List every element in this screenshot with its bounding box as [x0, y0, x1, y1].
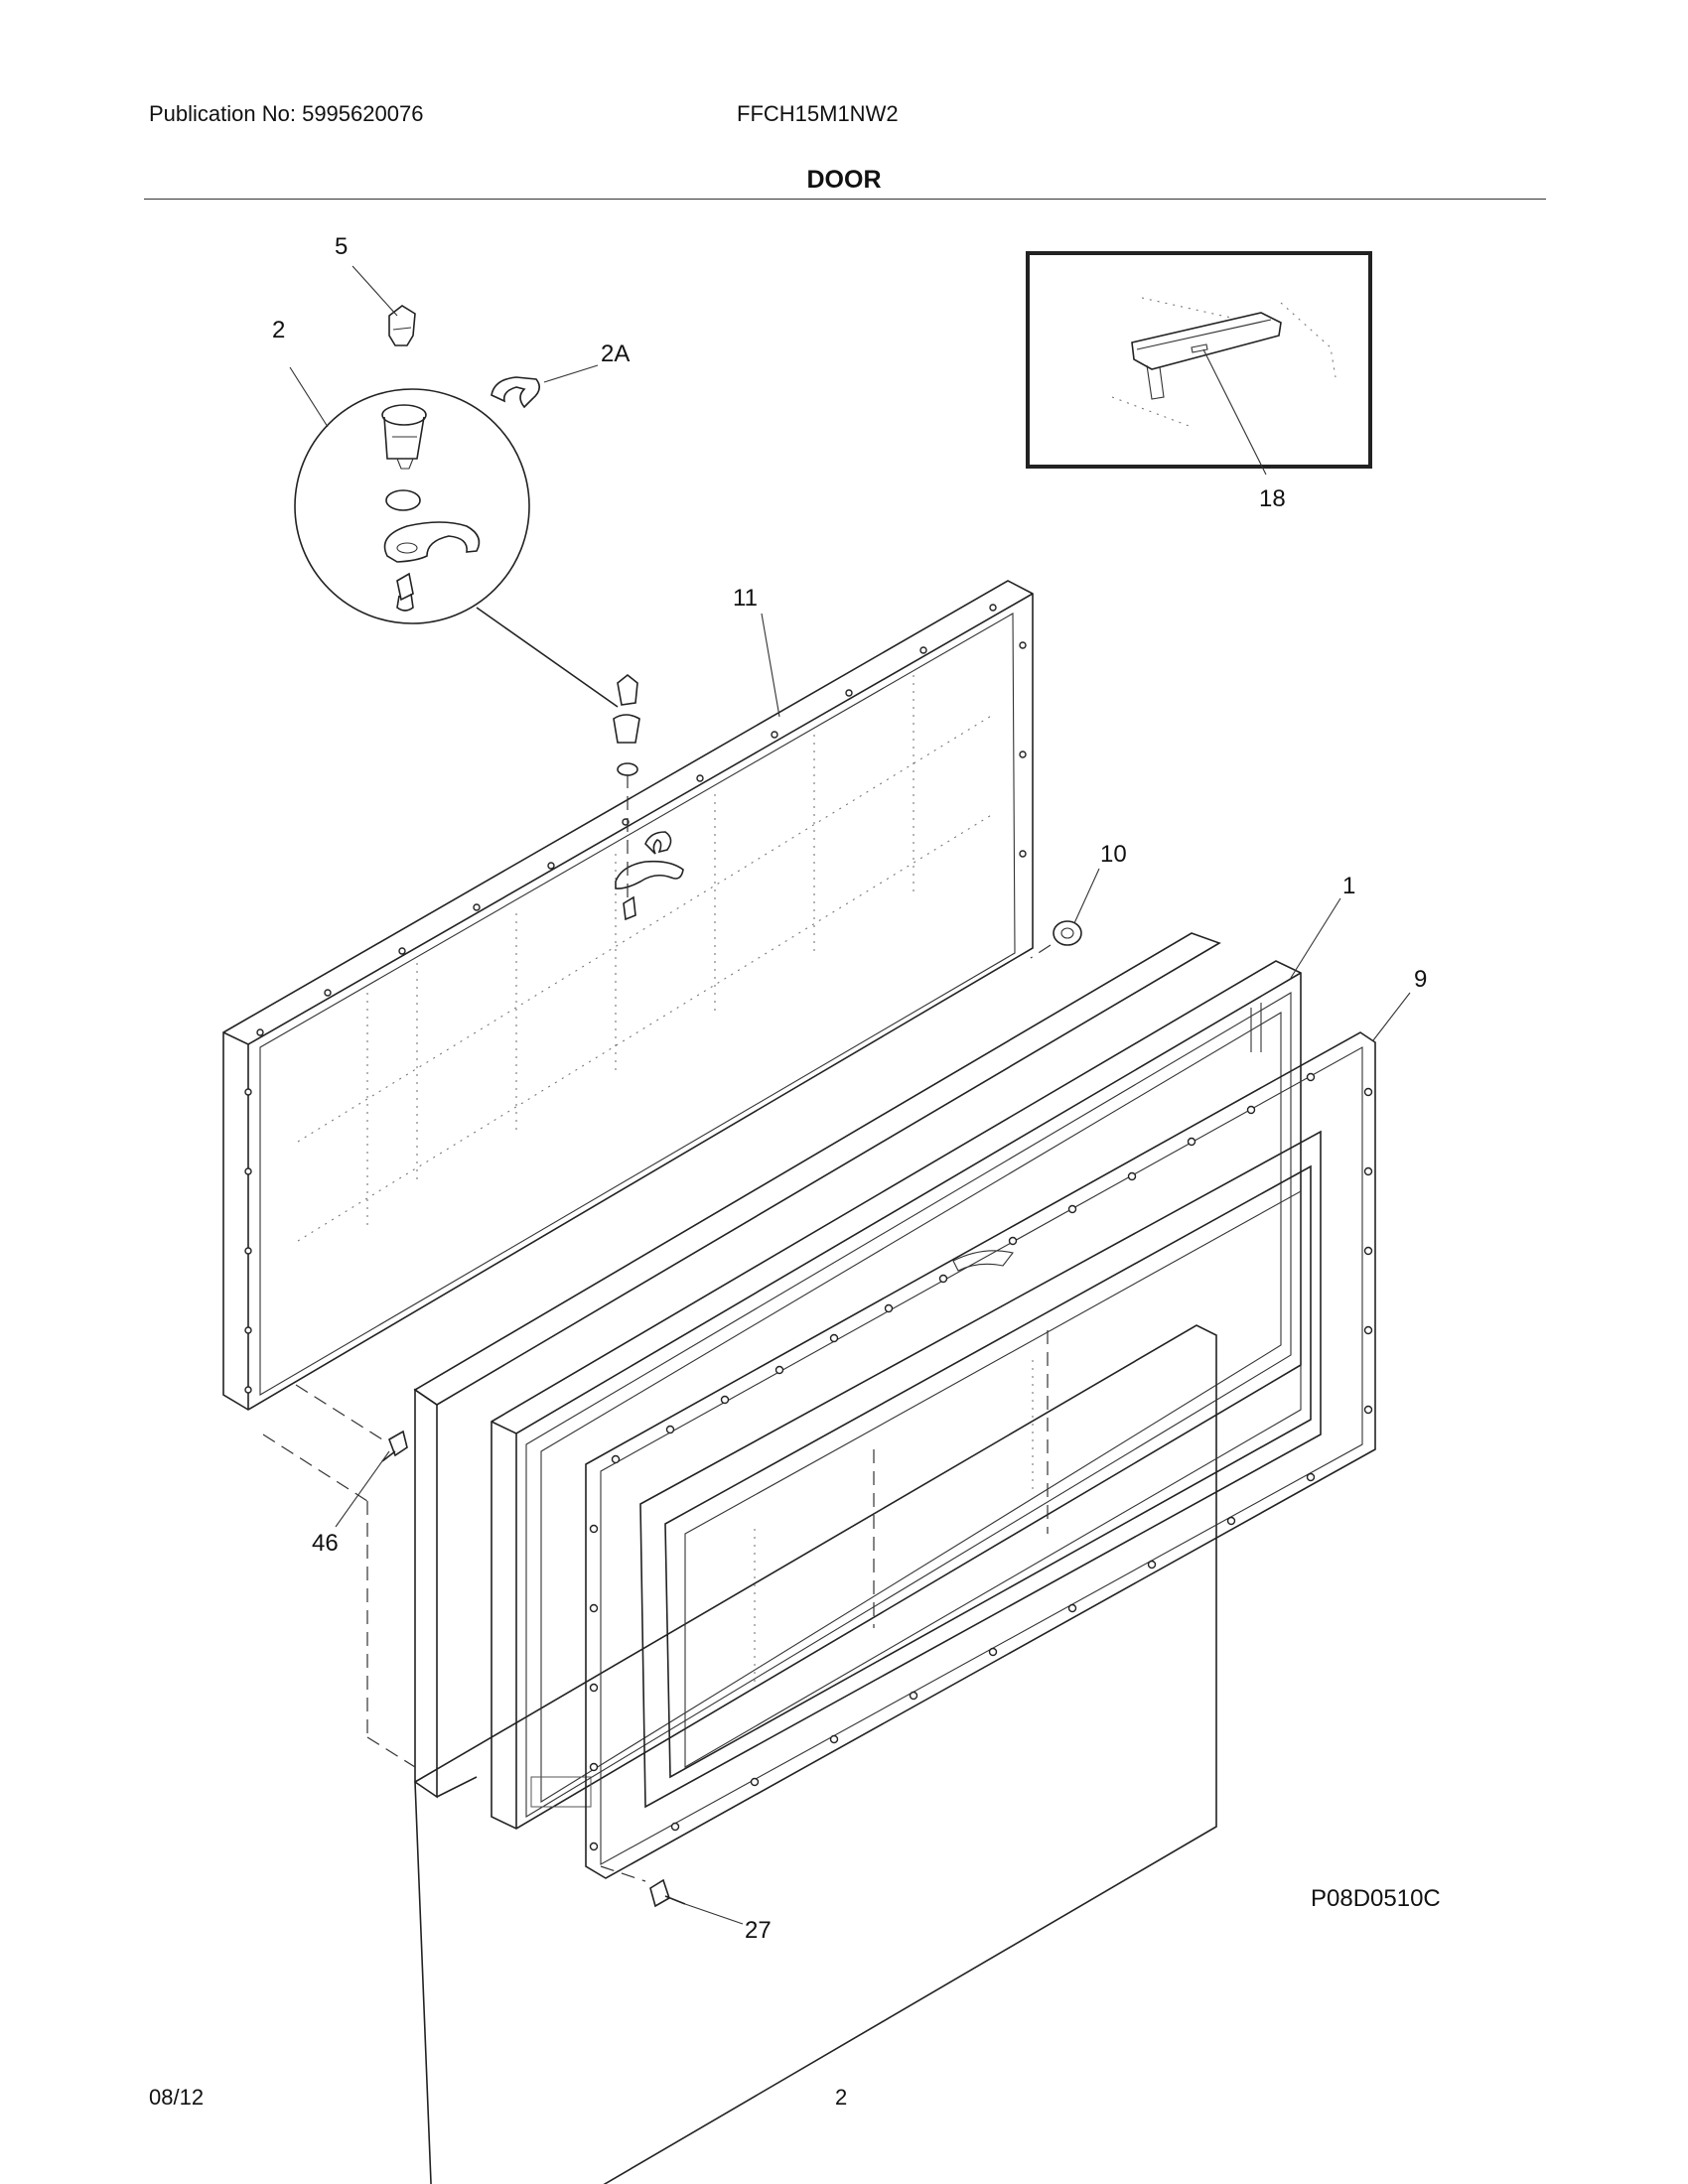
screw-part-46: [262, 1384, 416, 1768]
door-liner-block: [413, 932, 1221, 2184]
callout-46: 46: [312, 1530, 339, 1557]
callout-11: 11: [733, 585, 758, 612]
model-number: FFCH15M1NW2: [737, 101, 899, 126]
bumper-part-10: [1030, 920, 1082, 959]
outer-door-panel: [222, 580, 1034, 1411]
o-ring: [385, 489, 421, 511]
publication-number: Publication No: 5995620076: [149, 101, 424, 126]
cap-part-5: [388, 305, 416, 346]
page-title: DOOR: [806, 166, 882, 194]
clip-part-2A: [491, 376, 540, 409]
page-number: 2: [835, 2085, 848, 2110]
callout-9: 9: [1414, 966, 1427, 993]
header-divider: [144, 199, 1546, 200]
fastener-part-27: [600, 1865, 686, 1908]
inner-liner-holes: [589, 1072, 1373, 1851]
outer-panel-holes: [244, 604, 1027, 1394]
hinge-hook: [383, 521, 481, 563]
diagram-code: P08D0510C: [1311, 1885, 1441, 1912]
callout-2: 2: [272, 317, 285, 343]
inner-liner-part-9: [585, 1031, 1376, 1879]
hinge-bushing: [381, 404, 427, 470]
hinge-assembly: [613, 673, 684, 921]
footer-date: 08/12: [149, 2085, 205, 2110]
callout-2A: 2A: [601, 341, 630, 367]
callout-leaders: [289, 265, 1411, 1925]
callout-5: 5: [335, 233, 348, 260]
callout-1: 1: [1342, 873, 1355, 899]
callout-10: 10: [1100, 841, 1127, 868]
hinge-detail-circle: [294, 388, 530, 624]
inset-box-handle: [1026, 251, 1372, 476]
door-gasket-part-1: [491, 960, 1302, 1830]
callout-27: 27: [745, 1917, 772, 1944]
hinge-screw: [396, 572, 414, 612]
handle-part: [1131, 312, 1282, 400]
callout-18: 18: [1259, 485, 1286, 512]
